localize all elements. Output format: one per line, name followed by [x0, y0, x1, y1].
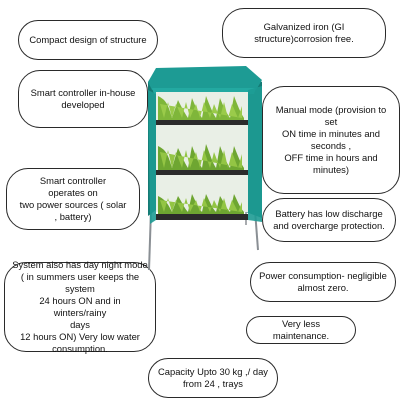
feature-maintenance: Very less maintenance.: [246, 316, 356, 344]
hydroponic-fodder-rack-illustration: [148, 66, 262, 271]
feature-power-sources: Smart controller operates on two power s…: [6, 168, 140, 230]
cover-roof: [148, 66, 262, 90]
feature-smart-controller-inhouse: Smart controller in-house developed: [18, 70, 148, 128]
feature-power-consumption: Power consumption- negligible almost zer…: [250, 262, 396, 302]
tray-shelf-middle: [156, 144, 248, 175]
feature-battery-protection: Battery has low discharge and overcharge…: [262, 198, 396, 242]
cover-left-wrap: [148, 90, 156, 224]
feature-day-night-mode: System also has day night mode ( in summ…: [4, 259, 156, 354]
tray-shelf-bottom: [156, 194, 248, 220]
feature-gi-structure: Galvanized iron (GI structure)corrosion …: [222, 8, 386, 58]
tray-shelf-top: [156, 96, 248, 125]
feature-capacity: Capacity Upto 30 kg ,/ day from 24 , tra…: [148, 358, 278, 398]
feature-manual-mode: Manual mode (provision to set ON time in…: [262, 86, 400, 194]
feature-compact-design: Compact design of structure: [18, 20, 158, 60]
cover-right-wrap: [248, 86, 262, 222]
